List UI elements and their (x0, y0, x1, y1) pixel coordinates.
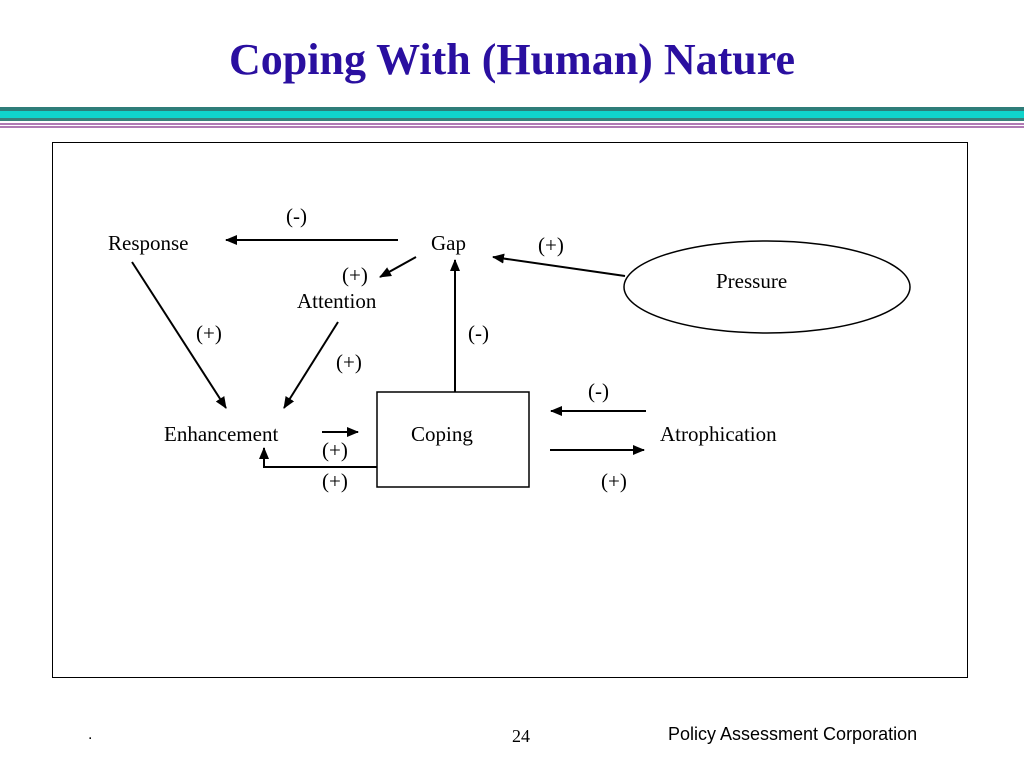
sign-response-to-enhancement: (+) (196, 321, 222, 345)
sign-gap-to-response: (-) (286, 204, 307, 228)
node-attention: Attention (297, 289, 377, 313)
edge-attention-to-enhancement (283, 321, 339, 409)
title-divider-pink-2 (0, 126, 1024, 128)
edge-response-to-enhancement (131, 261, 227, 409)
sign-coping-to-gap: (-) (468, 321, 489, 345)
coping-box (376, 391, 530, 488)
node-gap: Gap (431, 231, 466, 255)
slide-title: Coping With (Human) Nature (229, 35, 795, 84)
title-divider-dark (0, 107, 1024, 111)
edge-pressure-to-gap (492, 253, 626, 277)
sign-coping-to-enhancement: (+) (322, 469, 348, 493)
sign-enhancement-to-coping: (+) (322, 438, 348, 462)
node-response: Response (108, 231, 189, 255)
diagram-frame (52, 142, 968, 678)
node-enhancement: Enhancement (164, 422, 278, 446)
footer-organization: Policy Assessment Corporation (668, 724, 918, 744)
sign-pressure-to-gap: (+) (538, 233, 564, 257)
pressure-ellipse (623, 240, 911, 334)
sign-gap-to-attention: (+) (342, 263, 368, 287)
edge-coping-to-enhancement (259, 447, 377, 468)
footer-page-number: 24 (512, 726, 530, 746)
title-divider-teal (0, 111, 1024, 118)
sign-atrophication-to-coping: (-) (588, 379, 609, 403)
edge-gap-to-attention (379, 256, 417, 278)
node-pressure: Pressure (716, 269, 787, 293)
node-coping: Coping (411, 422, 473, 446)
footer-left-mark: . (88, 726, 93, 743)
sign-attention-to-enhancement: (+) (336, 350, 362, 374)
node-atrophication: Atrophication (660, 422, 777, 446)
title-divider-pink-1 (0, 123, 1024, 125)
sign-coping-to-atrophication: (+) (601, 469, 627, 493)
title-divider-dark-lower (0, 118, 1024, 121)
